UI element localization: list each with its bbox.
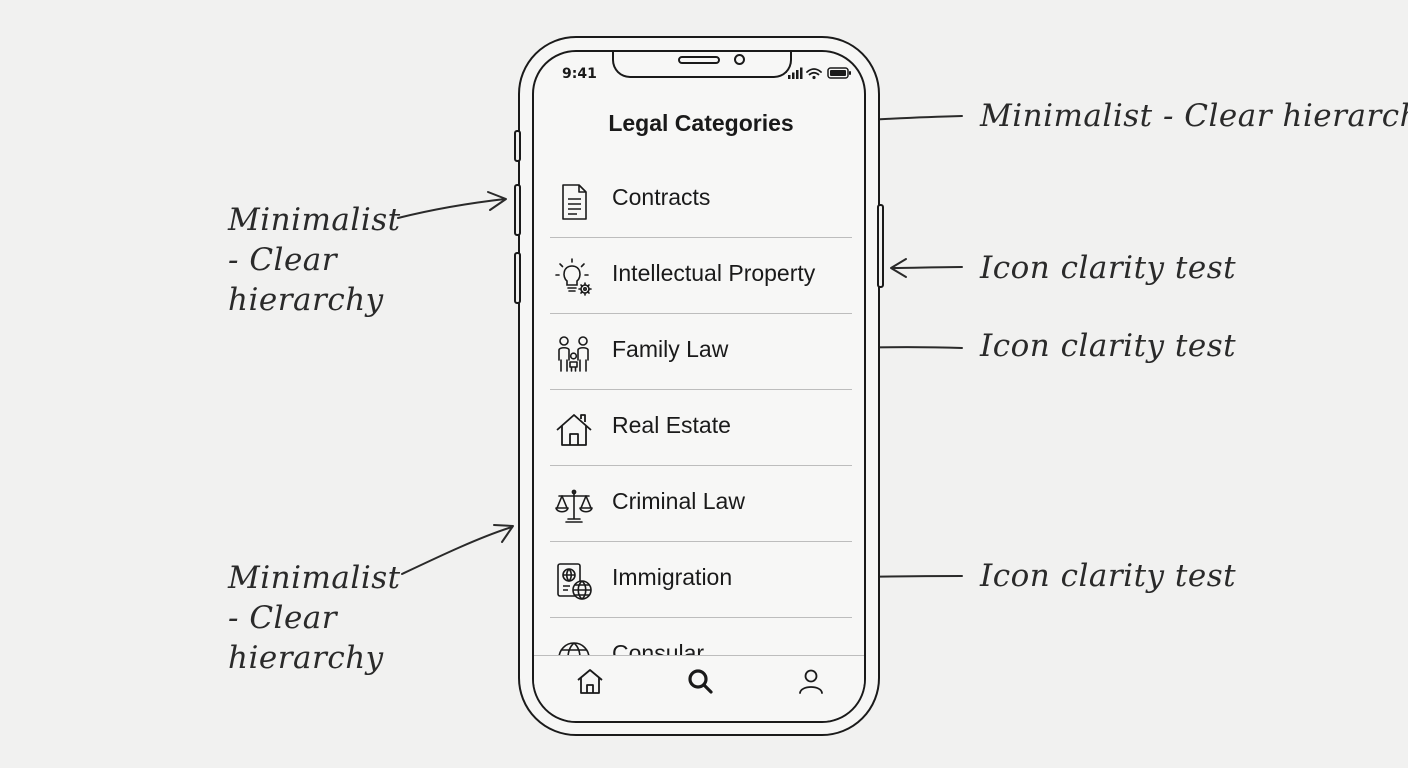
arrow-right-1: [891, 266, 963, 269]
category-label: Intellectual Property: [612, 260, 816, 286]
mute-switch: [514, 130, 521, 162]
wifi-icon: [806, 68, 822, 76]
speaker: [678, 56, 720, 64]
notch: [612, 52, 792, 78]
status-time: 9:41: [562, 66, 597, 82]
family-icon: [558, 336, 589, 372]
annotation-right-2: Icon clarity test: [980, 328, 1237, 364]
annotation-right-3: Icon clarity test: [980, 558, 1237, 594]
house-icon: [556, 414, 592, 446]
category-label: Contracts: [612, 184, 711, 210]
search-icon[interactable]: [685, 666, 715, 696]
annotation-right-1: Icon clarity test: [980, 250, 1237, 286]
battery-icon: [827, 67, 851, 79]
category-criminal-law[interactable]: Criminal Law: [550, 466, 852, 542]
category-immigration[interactable]: Immigration: [550, 542, 852, 618]
volume-up-button: [514, 184, 521, 236]
profile-icon[interactable]: [796, 666, 826, 696]
category-contracts[interactable]: Contracts: [550, 162, 852, 238]
category-intellectual-property[interactable]: Intellectual Property: [550, 238, 852, 314]
document-icon: [562, 184, 587, 220]
arrowhead-right-1: [890, 258, 907, 278]
annotation-line: - Clear: [228, 600, 338, 636]
category-label: Real Estate: [612, 412, 731, 438]
annotation-line: - Clear: [228, 242, 338, 278]
front-camera: [734, 54, 745, 65]
annotation-left-top: Minimalist - Clear hierarchy: [228, 200, 401, 320]
lightbulb-gear-icon: [555, 258, 592, 296]
category-label: Immigration: [612, 564, 733, 590]
annotation-line: hierarchy: [228, 640, 384, 676]
phone-screen: 9:41 Legal Categories Contracts: [532, 50, 866, 723]
annotation-line: Minimalist: [228, 202, 401, 238]
category-family-law[interactable]: Family Law: [550, 314, 852, 390]
category-real-estate[interactable]: Real Estate: [550, 390, 852, 466]
status-icons: [788, 67, 851, 80]
category-label: Family Law: [612, 336, 729, 362]
scales-icon: [555, 489, 593, 523]
category-list: Contracts Intellectual Property: [550, 162, 852, 694]
annotation-left-bottom: Minimalist - Clear hierarchy: [228, 558, 401, 678]
home-icon[interactable]: [575, 666, 605, 696]
tab-bar: [534, 655, 864, 721]
annotation-line: hierarchy: [228, 282, 384, 318]
page-title: Legal Categories: [608, 110, 794, 136]
power-button: [877, 204, 884, 288]
passport-globe-icon: [557, 563, 592, 600]
category-label: Criminal Law: [612, 488, 745, 514]
arrow-left-top: [397, 198, 506, 219]
volume-down-button: [514, 252, 521, 304]
signal-icon: [788, 67, 803, 79]
arrowhead-left-bottom: [493, 524, 514, 543]
arrowhead-left-top: [487, 191, 507, 211]
annotation-line: Minimalist: [228, 560, 401, 596]
arrow-left-bottom: [401, 526, 513, 575]
annotation-top-right: Minimalist - Clear hierarchy: [980, 98, 1408, 134]
